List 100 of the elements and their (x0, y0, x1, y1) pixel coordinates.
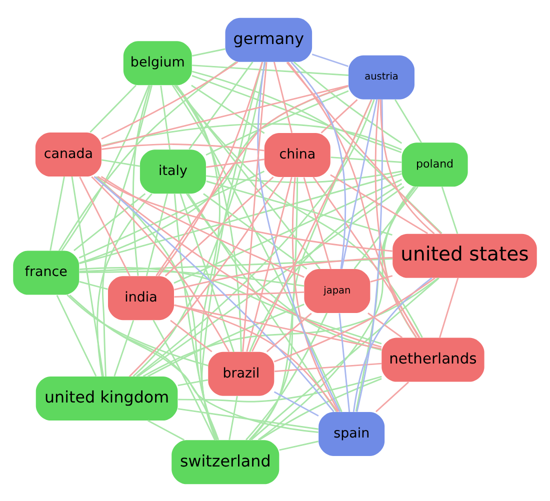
node-box: japan (304, 268, 370, 312)
node-box: united states (392, 233, 537, 278)
connector (91, 176, 230, 352)
connector (132, 84, 151, 276)
connector (174, 84, 242, 352)
connector (96, 176, 218, 440)
connector (186, 192, 382, 350)
connector (192, 70, 442, 234)
connector (273, 61, 293, 132)
connector (69, 294, 318, 432)
connector (94, 175, 382, 348)
connector (380, 98, 435, 234)
node-box: austria (348, 54, 414, 99)
node-box: france (13, 250, 80, 294)
connector (102, 84, 153, 376)
connector (203, 192, 308, 270)
connector (147, 303, 304, 377)
connector (79, 176, 130, 276)
connector (100, 175, 304, 278)
connector (102, 158, 140, 166)
connector (58, 60, 236, 251)
connector (158, 61, 263, 276)
connector (250, 277, 440, 440)
node-box: germany (225, 17, 312, 62)
connector (174, 84, 423, 338)
connector (355, 186, 416, 412)
connector (320, 98, 358, 133)
connector (172, 84, 342, 412)
connector (79, 258, 393, 272)
connector (90, 84, 137, 132)
connector (188, 60, 254, 150)
connector (228, 395, 238, 440)
connector (66, 294, 208, 366)
connector (206, 170, 402, 183)
connector (94, 176, 334, 412)
connector (136, 98, 375, 376)
connector (178, 375, 382, 402)
connector (249, 182, 402, 352)
connector (160, 84, 171, 150)
connector (152, 319, 216, 440)
connector (174, 178, 402, 284)
connector (370, 274, 393, 282)
connector (286, 61, 442, 234)
connector (341, 98, 378, 268)
connector (374, 98, 418, 338)
connector (132, 61, 266, 376)
node-box: brazil (208, 351, 274, 396)
node-box: india (108, 276, 174, 320)
connector (246, 176, 292, 352)
connector (206, 90, 349, 156)
node-box: united kingdom (36, 376, 178, 420)
node-box: belgium (123, 40, 192, 85)
node-box: italy (140, 149, 206, 194)
connector (97, 176, 392, 252)
connector (156, 84, 348, 276)
connector (338, 312, 350, 412)
connector (352, 276, 432, 412)
connector (330, 156, 402, 163)
connector (178, 408, 318, 430)
connector (356, 99, 384, 412)
connector (178, 378, 208, 386)
connector (354, 186, 418, 269)
connector (79, 280, 108, 290)
connector (303, 176, 332, 269)
node-box: poland (402, 142, 468, 186)
connector (191, 84, 265, 134)
connector (164, 176, 274, 276)
connector (376, 381, 410, 412)
node-box: switzerland (172, 440, 280, 484)
connector (174, 256, 393, 290)
connector (287, 61, 420, 338)
connector (312, 176, 420, 338)
connector (250, 176, 298, 440)
connector (79, 270, 304, 286)
connector (312, 53, 348, 66)
connector (368, 312, 403, 338)
connector (102, 142, 264, 151)
connector (180, 192, 234, 352)
connector (102, 122, 402, 150)
node-box: netherlands (382, 337, 484, 382)
connector (274, 390, 319, 416)
connector (114, 320, 134, 376)
connector (274, 362, 382, 372)
connector (142, 276, 439, 376)
connector (71, 176, 104, 376)
connector (258, 186, 416, 440)
connector (290, 61, 346, 268)
connector (246, 312, 328, 440)
connector (102, 84, 348, 146)
connector (192, 64, 348, 76)
connector (206, 180, 392, 236)
connector (50, 176, 65, 250)
connector (274, 276, 436, 362)
connector (148, 419, 185, 440)
connector (258, 378, 382, 440)
connector (170, 319, 212, 352)
node-box: china (264, 132, 330, 176)
connector (146, 192, 168, 276)
connector (242, 62, 268, 352)
connector (279, 440, 318, 450)
